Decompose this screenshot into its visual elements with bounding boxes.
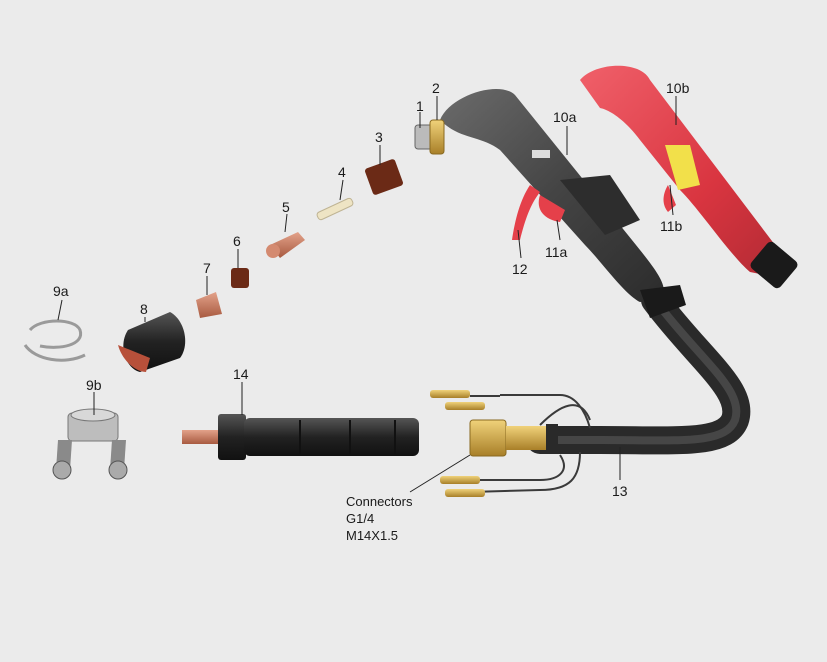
signal-cables bbox=[469, 394, 591, 493]
label-part-11a: 11a bbox=[545, 244, 568, 260]
trigger-11a bbox=[538, 195, 565, 222]
label-part-10b: 10b bbox=[666, 80, 690, 96]
label-part-3: 3 bbox=[375, 129, 383, 145]
label-part-5: 5 bbox=[282, 199, 290, 215]
part-8 bbox=[118, 312, 186, 372]
label-part-9a: 9a bbox=[53, 283, 69, 299]
connector-leader-line bbox=[409, 454, 471, 493]
connectors-title: Connectors bbox=[346, 494, 413, 509]
gas-connector bbox=[469, 419, 558, 457]
label-part-10a: 10a bbox=[553, 109, 577, 125]
label-part-4: 4 bbox=[338, 164, 346, 180]
label-part-6: 6 bbox=[233, 233, 241, 249]
label-part-7: 7 bbox=[203, 260, 211, 276]
label-part-2: 2 bbox=[432, 80, 440, 96]
connectors-thread-m14: M14X1.5 bbox=[346, 528, 399, 543]
connectors-note: Connectors G1/4 M14X1.5 bbox=[346, 493, 412, 544]
part-7 bbox=[196, 292, 222, 318]
label-leaders bbox=[57, 96, 677, 480]
part-3 bbox=[365, 159, 403, 195]
part-4 bbox=[316, 197, 354, 221]
lever-12 bbox=[512, 185, 540, 240]
part-9b bbox=[52, 408, 128, 480]
label-part-12: 12 bbox=[512, 261, 528, 277]
torch-body-10b bbox=[580, 65, 798, 289]
connectors-thread-g14: G1/4 bbox=[346, 511, 375, 526]
torch-body-10a bbox=[440, 89, 686, 318]
cable-pins bbox=[430, 390, 485, 497]
label-part-9b: 9b bbox=[86, 377, 102, 393]
label-part-14: 14 bbox=[233, 366, 249, 382]
label-part-8: 8 bbox=[140, 301, 148, 317]
part-6 bbox=[231, 268, 249, 288]
label-part-11b: 11b bbox=[660, 218, 683, 234]
part-9a bbox=[23, 319, 86, 362]
part-5 bbox=[266, 232, 305, 258]
label-part-1: 1 bbox=[416, 98, 424, 114]
part-14 bbox=[182, 414, 419, 460]
label-part-13: 13 bbox=[612, 483, 628, 499]
electrode-holder bbox=[414, 119, 445, 155]
hose bbox=[526, 286, 751, 455]
